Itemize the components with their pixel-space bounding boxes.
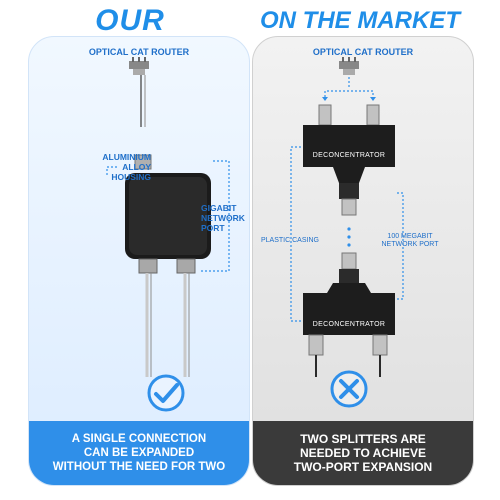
footer-market-line1: TWO SPLITTERS ARE [300, 432, 426, 446]
rj45-plug-icon [129, 57, 149, 75]
ours-illustration [106, 57, 230, 412]
gigabit-port-label-line1: GIGABIT [201, 203, 237, 213]
cross-icon [330, 370, 368, 408]
deconcentrator-device-icon [303, 104, 395, 216]
deconcentrator-label-bottom: DECONCENTRATOR [312, 321, 386, 328]
deconcentrator-device-icon [303, 252, 395, 356]
panel-title-market: OPTICAL CAT ROUTER [312, 47, 414, 57]
megabit-port-label-line2: NETWORK PORT [381, 241, 439, 248]
megabit-port-label-line1: 100 MEGABIT [387, 233, 433, 240]
panel-title-ours: OPTICAL CAT ROUTER [88, 47, 190, 57]
heading-ours: OUR [95, 4, 165, 37]
gigabit-port-label: GIGABIT NETWORK PORT [201, 203, 249, 233]
splitter-device-icon [125, 173, 211, 274]
housing-label-line2: ALLOY HOUSING [111, 162, 151, 182]
housing-label: ALUMINIUM ALLOY HOUSING [91, 152, 151, 182]
footer-market: TWO SPLITTERS ARE NEEDED TO ACHIEVE TWO-… [253, 421, 473, 485]
panel-market: OPTICAL CAT ROUTER [252, 36, 474, 486]
footer-market-line3: TWO-PORT EXPANSION [293, 460, 433, 474]
footer-ours-line3: WITHOUT THE NEED FOR TWO [52, 461, 226, 473]
deconcentrator-label-top: DECONCENTRATOR [312, 152, 386, 159]
rj45-plug-icon [339, 57, 359, 75]
heading-market: ON THE MARKET [260, 7, 460, 34]
footer-ours: A SINGLE CONNECTION CAN BE EXPANDED WITH… [29, 421, 249, 485]
housing-label-line1: ALUMINIUM [102, 152, 151, 162]
megabit-port-label: 100 MEGABIT NETWORK PORT [365, 233, 455, 249]
footer-ours-line1: A SINGLE CONNECTION [71, 433, 207, 445]
check-icon [147, 374, 185, 412]
market-illustration [290, 57, 404, 408]
panel-ours: OPTICAL CAT ROUTER [28, 36, 250, 486]
footer-market-line2: NEEDED TO ACHIEVE [299, 446, 427, 460]
footer-ours-line2: CAN BE EXPANDED [83, 447, 195, 459]
plastic-casing-label: PLASTIC CASING [261, 237, 319, 244]
gigabit-port-label-line2: NETWORK PORT [201, 213, 245, 233]
